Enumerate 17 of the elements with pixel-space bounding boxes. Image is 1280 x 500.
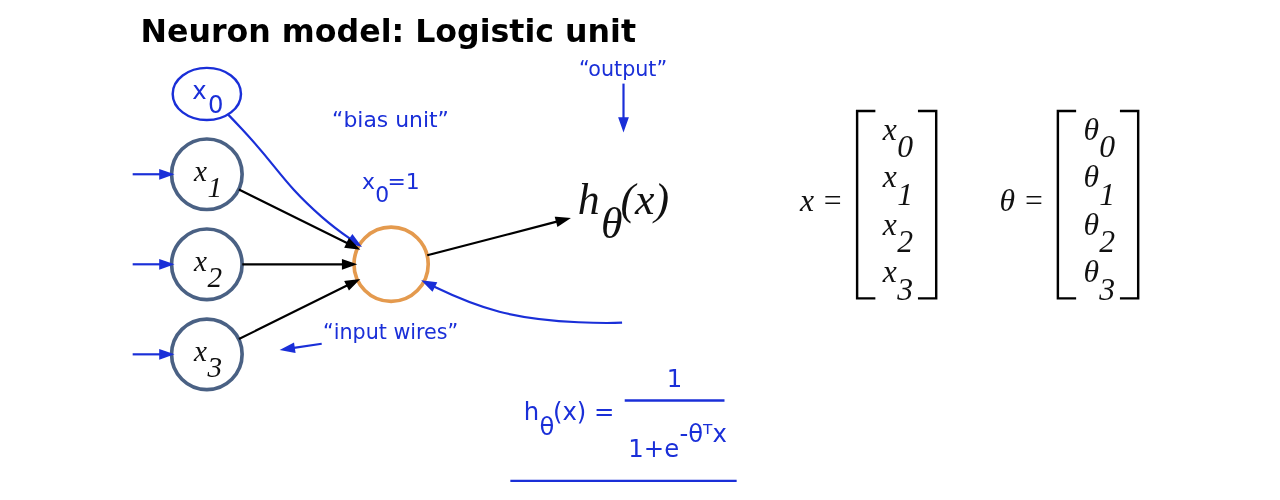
label: “bias unit”	[332, 107, 449, 133]
arrow	[279, 342, 322, 353]
node-text: “input wires”	[322, 319, 459, 344]
arrow	[426, 216, 571, 257]
arrow	[421, 280, 623, 325]
label: x =	[799, 183, 844, 219]
arrow	[618, 83, 629, 133]
arrow	[132, 168, 175, 180]
diagram-title: Neuron model: Logistic unit	[140, 13, 637, 49]
arrow	[132, 258, 175, 270]
arrow	[132, 348, 175, 360]
label: 1	[666, 364, 683, 394]
label: θ =	[999, 183, 1045, 219]
arrow	[242, 258, 358, 270]
arrow	[238, 278, 361, 341]
node-circle	[352, 225, 431, 304]
node-text: “output”	[579, 56, 668, 81]
